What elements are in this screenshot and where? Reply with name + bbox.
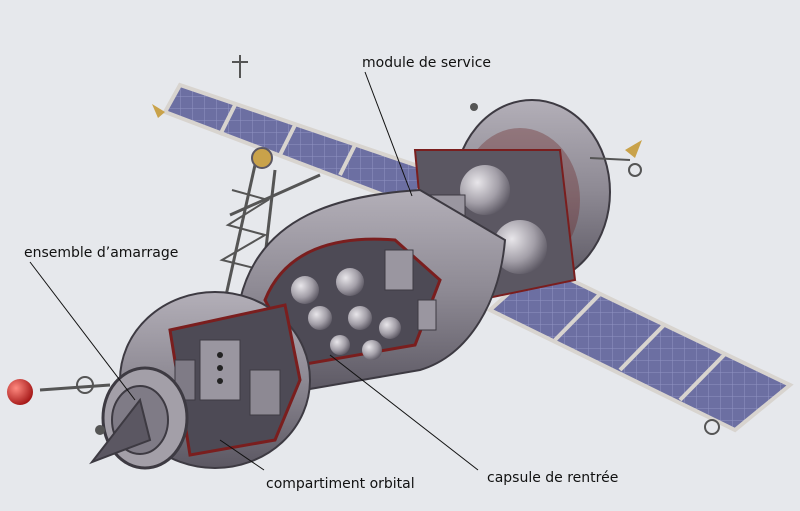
propellant-tank-1 (460, 165, 510, 215)
docking-probe-red-light (7, 379, 33, 405)
leader-reentry-capsule (329, 354, 479, 471)
label-docking-assembly: ensemble d’amarrage (24, 245, 178, 261)
docking-assembly (7, 366, 189, 470)
crew-seats (291, 268, 401, 360)
reentry-capsule (238, 188, 507, 397)
leader-lines (29, 71, 479, 471)
solar-array-right (486, 262, 794, 435)
leader-orbital-compartment (219, 439, 265, 471)
label-service-module: module de service (362, 55, 491, 71)
leader-service-module (364, 71, 413, 197)
label-orbital-compartment: compartiment orbital (266, 476, 415, 492)
propellant-tank-2 (493, 220, 547, 274)
label-reentry-capsule: capsule de rentrée (487, 470, 618, 486)
leader-docking-assembly (29, 261, 136, 401)
